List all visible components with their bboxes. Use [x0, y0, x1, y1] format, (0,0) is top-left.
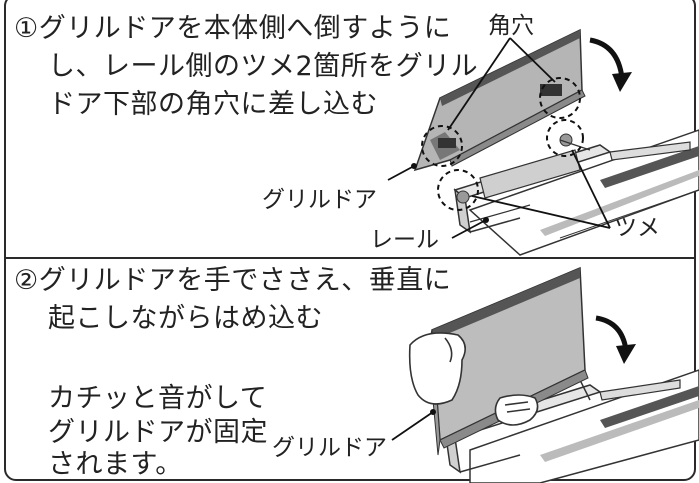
note-line3: されます。 — [48, 449, 183, 480]
grill-door-tilted — [413, 28, 586, 172]
callout-circles — [421, 77, 584, 211]
step1-line2: し、レール側のツメ2箇所をグリル — [48, 51, 479, 82]
label-grill-door-1: グリルドア — [262, 187, 377, 213]
note-line2: グリルドアが固定 — [48, 417, 268, 448]
label-grill-door-2: グリルドア — [272, 435, 387, 461]
panel-frame — [4, 0, 696, 481]
label-claw: ツメ — [614, 215, 660, 241]
oven-body-2 — [469, 369, 699, 483]
step1-line1: ①グリルドアを本体側へ倒すように — [14, 13, 452, 44]
hand-right — [494, 394, 539, 426]
rotate-arrow — [589, 37, 625, 79]
step1-line3: ドア下部の角穴に差し込む — [48, 89, 378, 120]
rotate-arrow-2 — [595, 315, 629, 351]
oven-body — [468, 129, 699, 256]
rail-frame — [453, 133, 691, 234]
step2-line1: ②グリルドアを手でささえ、垂直に — [14, 265, 452, 296]
step2-line2: 起こしながらはめ込む — [48, 303, 323, 334]
label-square-hole: 角穴 — [488, 13, 534, 39]
leader-lines — [387, 37, 611, 239]
step-divider — [6, 257, 694, 259]
label-rail: レール — [370, 227, 439, 253]
hand-left — [408, 332, 466, 405]
note-line1: カチッと音がして — [48, 383, 268, 414]
